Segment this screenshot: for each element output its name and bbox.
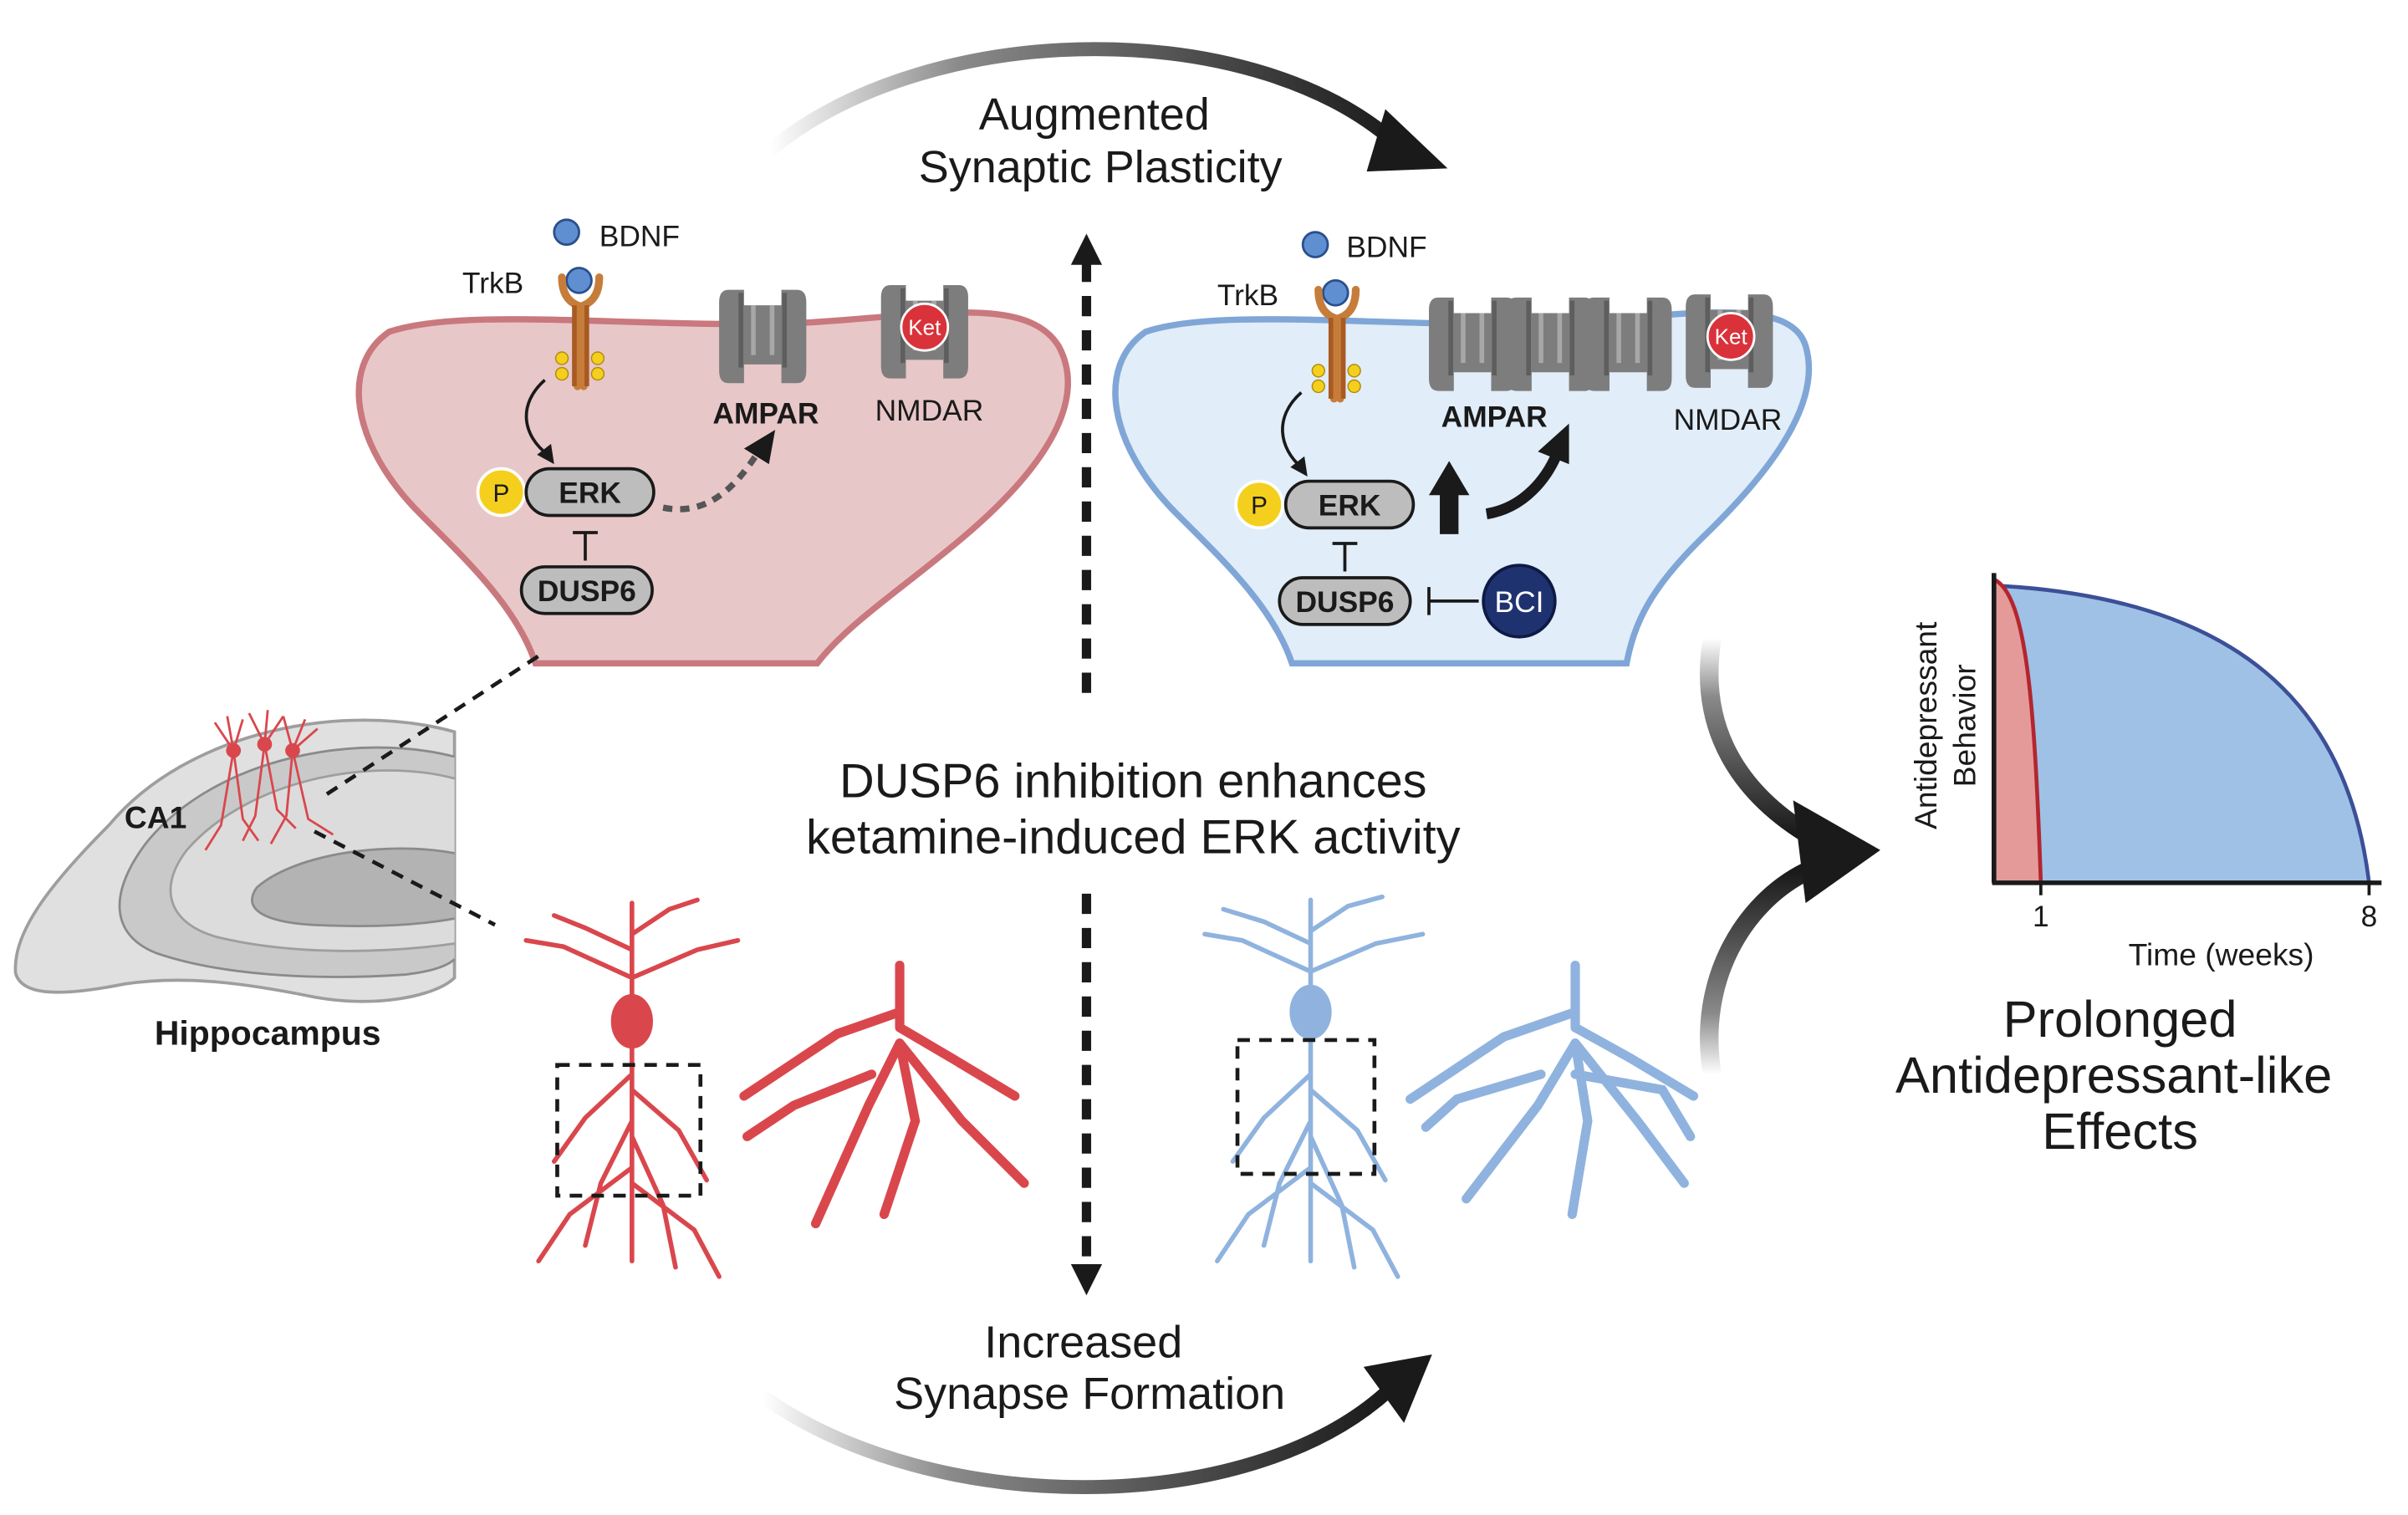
top-caption-line1: Augmented bbox=[979, 89, 1210, 140]
top-cycle-arrow bbox=[763, 42, 1448, 172]
ampar-label: AMPAR bbox=[712, 398, 819, 431]
dusp6-box bbox=[1278, 576, 1412, 626]
bci-inhibits-dusp6 bbox=[1427, 587, 1479, 615]
outcome-line3: Effects bbox=[2042, 1103, 2198, 1160]
center-caption-line2: ketamine-induced ERK activity bbox=[806, 810, 1461, 864]
bottom-caption-line1: Increased bbox=[984, 1318, 1182, 1368]
graph-tick-label: 1 bbox=[2033, 900, 2049, 933]
phospho-sites-icon bbox=[554, 351, 605, 381]
trkb-to-erk-arrow bbox=[1281, 391, 1303, 469]
combo-neuron-icon bbox=[1202, 894, 1426, 1279]
dusp6-box bbox=[519, 565, 654, 615]
ketamine-dendrite-zoom-icon bbox=[739, 960, 1029, 1229]
top-caption-line2: Synaptic Plasticity bbox=[919, 142, 1283, 192]
ca1-neurons-icon bbox=[204, 710, 334, 851]
bottom-caption-line2: Synapse Formation bbox=[894, 1369, 1285, 1419]
bdnf-ligand-icon bbox=[553, 218, 580, 246]
center-caption-line1: DUSP6 inhibition enhances bbox=[839, 754, 1427, 808]
graph-ylabel-line1: Antidepressant bbox=[1908, 621, 1943, 829]
ampar-label: AMPAR bbox=[1441, 400, 1548, 433]
nmdar-label: NMDAR bbox=[1674, 404, 1783, 436]
erk-box bbox=[1283, 479, 1416, 530]
dusp6-label: DUSP6 bbox=[538, 575, 636, 608]
bdnf-bound-icon bbox=[565, 267, 593, 294]
erk-increase-arrow-icon bbox=[1429, 461, 1470, 534]
phospho-erk-icon bbox=[1234, 479, 1284, 530]
erk-box bbox=[524, 467, 656, 518]
dusp6-inhibits-erk bbox=[1332, 542, 1358, 572]
ket-drug-icon bbox=[1706, 312, 1756, 361]
combo-dendrite-zoom-icon bbox=[1406, 960, 1699, 1219]
ketamine-effect-area bbox=[1992, 576, 2043, 885]
bdnf-bound-icon bbox=[1322, 279, 1349, 307]
right-synapse: BDNF TrkB AMPAR Ket NMDAR P ERK bbox=[1112, 231, 1813, 667]
ketamine-zoom-box bbox=[555, 1063, 703, 1198]
zoom-guide-lines bbox=[313, 652, 543, 927]
dusp6-inhibits-erk bbox=[573, 531, 598, 561]
bdnf-ligand-icon bbox=[1301, 231, 1329, 258]
nmdar-label: NMDAR bbox=[875, 395, 984, 427]
combo-zoom-box bbox=[1235, 1038, 1377, 1176]
converging-arrows bbox=[1700, 629, 1880, 1084]
left-synapse: BDNF TrkB AMPAR Ket NMDAR P ERK DUSP6 bbox=[355, 218, 1071, 667]
combo-effect-area bbox=[1992, 583, 2372, 885]
erk-label: ERK bbox=[1319, 490, 1381, 523]
hippocampus-illustration: CA1 Hippocampus bbox=[13, 710, 457, 1052]
ca1-label: CA1 bbox=[125, 800, 186, 835]
outcome-line1: Prolonged bbox=[2003, 991, 2237, 1048]
ketamine-neuron-icon bbox=[523, 897, 741, 1279]
erk-to-ampar-dashed-arrow bbox=[662, 452, 759, 513]
hippocampus-label: Hippocampus bbox=[155, 1013, 381, 1052]
graph-xlabel: Time (weeks) bbox=[2129, 937, 2314, 972]
trkb-to-erk-arrow bbox=[524, 379, 549, 457]
ket-label: Ket bbox=[1715, 324, 1748, 349]
center-dashed-arrow bbox=[1070, 233, 1103, 1296]
graph-tick-label: 8 bbox=[2361, 900, 2378, 933]
trkb-label: TrkB bbox=[1217, 279, 1278, 312]
erk-to-ampar-arrow bbox=[1485, 452, 1562, 520]
bottom-cycle-arrow bbox=[755, 1354, 1432, 1495]
bdnf-label: BDNF bbox=[1346, 231, 1426, 263]
phospho-label: P bbox=[1251, 492, 1268, 520]
erk-label: ERK bbox=[559, 477, 621, 510]
phospho-sites-icon bbox=[1311, 364, 1361, 394]
bci-label: BCI bbox=[1495, 586, 1544, 619]
trkb-label: TrkB bbox=[462, 267, 523, 299]
phospho-label: P bbox=[493, 480, 510, 508]
outcome-line2: Antidepressant-like bbox=[1895, 1047, 2332, 1104]
ket-drug-icon bbox=[900, 302, 950, 352]
graph-ylabel-line2: Behavior bbox=[1946, 664, 1982, 787]
bdnf-label: BDNF bbox=[599, 220, 680, 252]
dusp6-label: DUSP6 bbox=[1296, 586, 1395, 619]
ket-label: Ket bbox=[908, 315, 941, 340]
bci-drug-icon bbox=[1482, 564, 1557, 639]
